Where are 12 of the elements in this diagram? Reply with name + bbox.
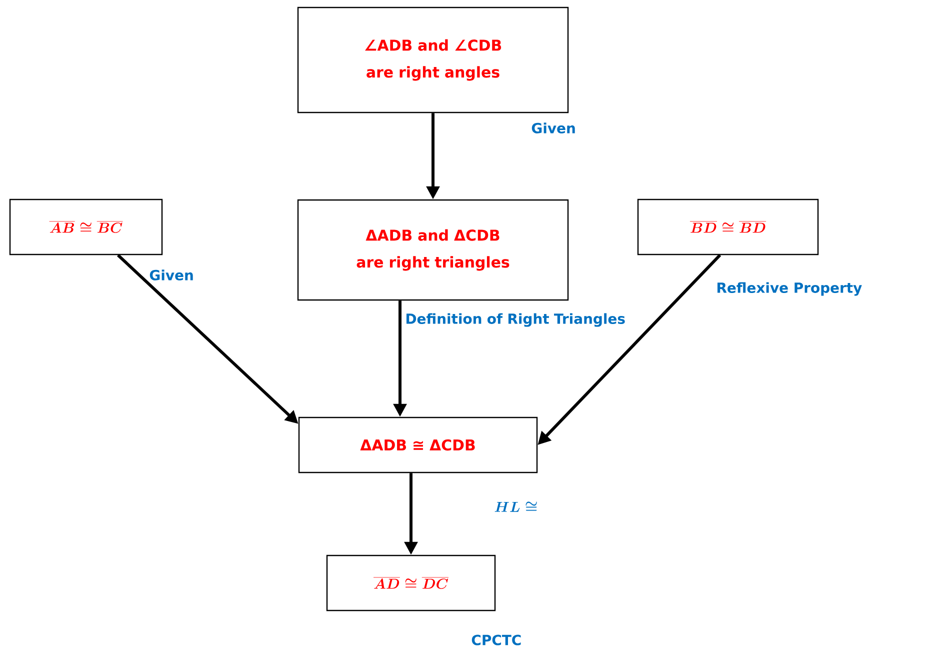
statement-box: ΔADB and ΔCDB are right triangles <box>297 199 569 301</box>
reason-label: Given <box>532 122 575 134</box>
statement-box: ΔADB ≅ ΔCDB <box>298 416 538 474</box>
reason-label: CPCTC <box>472 634 521 646</box>
statement-box: ∠ADB and ∠CDB are right angles <box>297 6 569 114</box>
reason-label: Given <box>150 270 193 280</box>
reason-label: Reflexive Property <box>717 282 862 296</box>
reason-label: Definition of Right Triangles <box>406 313 625 327</box>
reason-label: $HL \cong$ <box>494 502 537 512</box>
statement-box: $\overline{AD} \cong \overline{DC}$ <box>326 554 496 612</box>
statement-box: $\overline{AB} \cong \overline{BC}$ <box>9 198 163 256</box>
statement-box: $\overline{BD} \cong \overline{BD}$ <box>637 198 819 256</box>
